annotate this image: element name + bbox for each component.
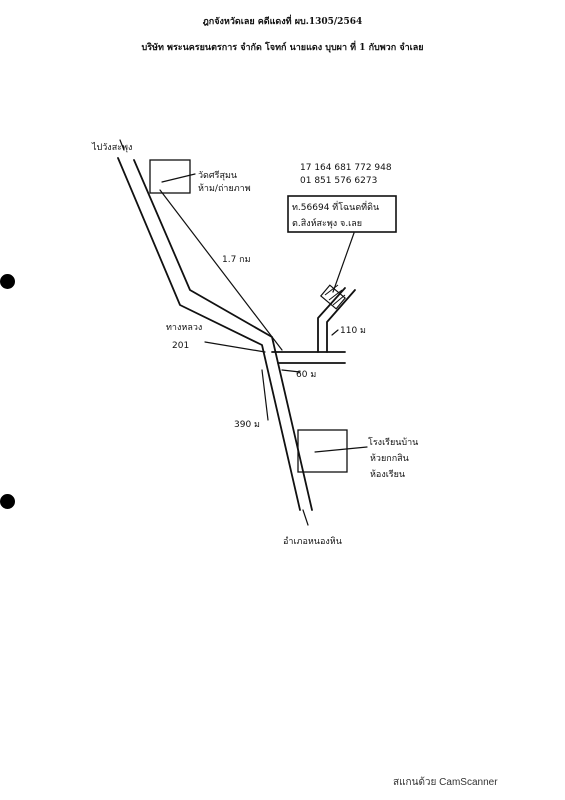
side-road xyxy=(271,287,356,364)
label-temple-2-line-3: ห้องเรียน xyxy=(370,469,405,480)
temple-2-box xyxy=(297,429,348,473)
label-north-destination: ไปวังสะพุง xyxy=(91,142,132,153)
punch-hole-bottom xyxy=(0,494,15,509)
label-phone-2: 01 851 576 6273 xyxy=(300,176,377,186)
label-temple-1: วัดศรีสุมน xyxy=(198,170,237,181)
punch-hole-top xyxy=(0,274,15,289)
label-distance-3: 60 ม xyxy=(296,370,316,380)
label-temple-1-note: ห้าม/ถ่ายภาพ xyxy=(198,183,251,194)
leader-lines xyxy=(119,139,355,526)
plot-marker xyxy=(319,284,347,310)
main-road xyxy=(117,157,313,511)
label-plot-line-2: ต.สิงห์สะพุง จ.เลย xyxy=(292,217,362,229)
label-distance-4: 390 ม xyxy=(234,420,260,430)
plot-info-box xyxy=(287,195,397,233)
label-south-destination: อำเภอหนองหิน xyxy=(283,536,342,547)
label-distance-1: 1.7 กม xyxy=(222,255,251,265)
label-plot-line-1: ท.56694 ที่โฉนดที่ดิน xyxy=(292,200,379,213)
label-distance-2: 110 ม xyxy=(340,326,366,336)
temple-1-box xyxy=(149,159,191,194)
label-highway-line-2: 201 xyxy=(172,341,189,351)
label-temple-2-line-1: โรงเรียนบ้าน xyxy=(368,437,418,448)
document-subtitle: บริษัท พระนครยนตรการ จำกัด โจทก์ นายแดง … xyxy=(141,43,424,53)
label-temple-2-line-2: ห้วยกกสิน xyxy=(370,453,409,464)
document-title: ฎกจังหวัดเลย คดีแดงที่ ผบ.1305/2564 xyxy=(202,17,363,27)
label-phone-1: 17 164 681 772 948 xyxy=(300,163,392,173)
label-highway-line-1: ทางหลวง xyxy=(166,323,202,333)
scanner-watermark: สแกนด้วย CamScanner xyxy=(393,777,498,788)
